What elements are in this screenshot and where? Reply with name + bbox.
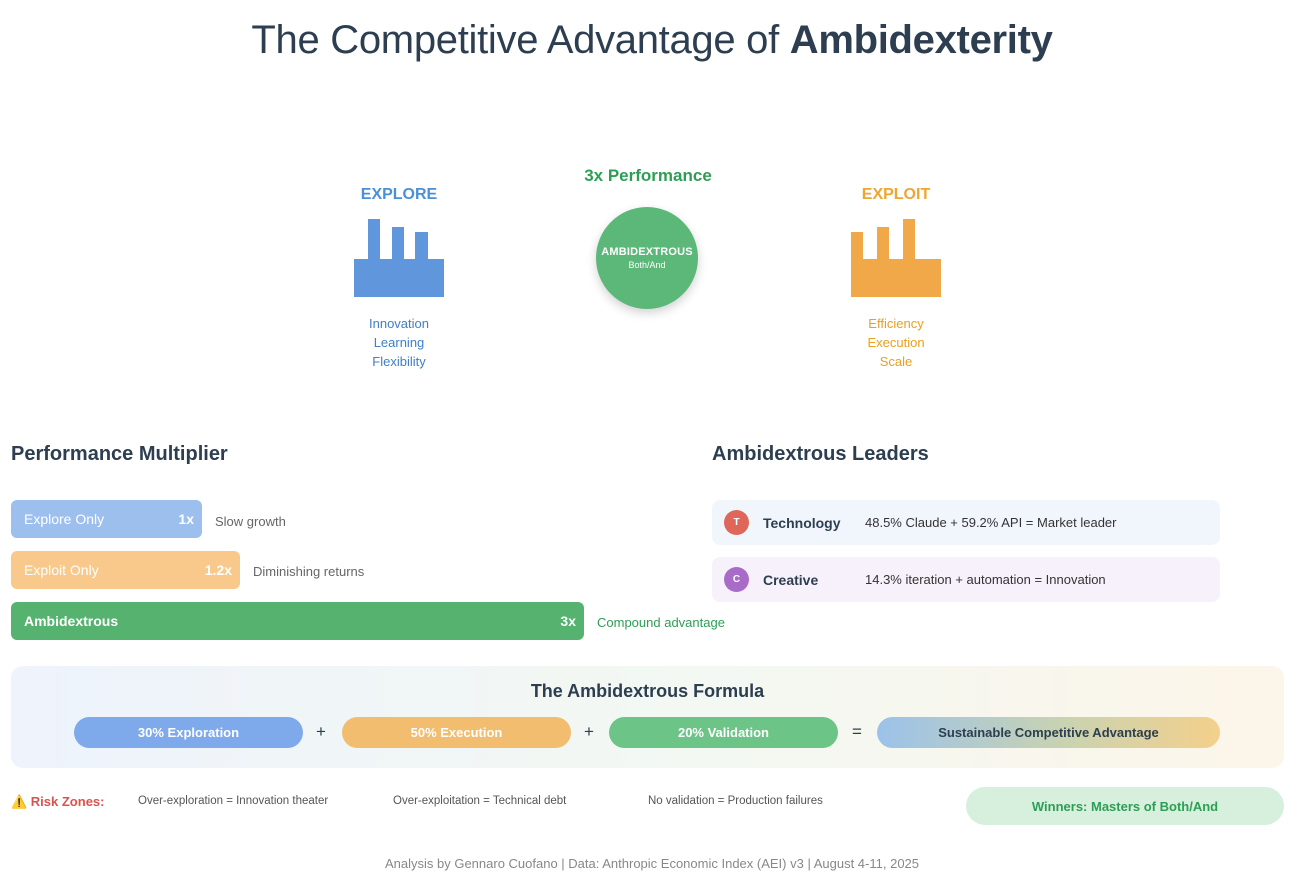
leader-initial-badge: T — [724, 510, 749, 535]
ambidextrous-bar: Ambidextrous 3x — [11, 602, 584, 640]
exploit-label: EXPLOIT — [861, 186, 931, 203]
performance-label: 3x Performance — [584, 166, 712, 185]
page-title: The Competitive Advantage of Ambidexteri… — [0, 18, 1304, 63]
leader-desc: 14.3% iteration + automation = Innovatio… — [865, 572, 1106, 587]
bar-note: Compound advantage — [597, 615, 725, 630]
formula-title: The Ambidextrous Formula — [530, 681, 765, 701]
winners-badge: Winners: Masters of Both/And — [966, 787, 1284, 825]
circle-title: AMBIDEXTROUS — [601, 246, 693, 258]
risk-zones-label: ⚠️ Risk Zones: — [11, 794, 105, 809]
bar-value: 1x — [178, 511, 194, 527]
bar-label: Explore Only — [24, 511, 105, 527]
title-emphasis: Ambidexterity — [789, 18, 1053, 62]
formula-result: Sustainable Competitive Advantage — [877, 717, 1220, 748]
explore-list: Innovation Learning Flexibility — [299, 314, 499, 371]
leader-name: Technology — [763, 514, 841, 531]
risk-item: Over-exploration = Innovation theater — [138, 795, 329, 807]
explore-item: Flexibility — [372, 354, 426, 369]
explore-only-bar: Explore Only 1x — [11, 500, 202, 538]
leader-initial-badge: C — [724, 567, 749, 592]
footer-credit: Analysis by Gennaro Cuofano | Data: Anth… — [384, 856, 920, 871]
exploit-item: Scale — [879, 354, 913, 369]
bar-label: Exploit Only — [24, 562, 99, 578]
leader-card-technology: T Technology 48.5% Claude + 59.2% API = … — [712, 500, 1220, 545]
formula-operator: + — [316, 722, 326, 741]
formula-operator: + — [584, 722, 594, 741]
risk-item: Over-exploitation = Technical debt — [393, 795, 567, 807]
explore-item: Learning — [373, 335, 425, 350]
circle-subtitle: Both/And — [628, 260, 666, 270]
formula-operator: = — [852, 722, 862, 741]
exploit-item: Execution — [867, 335, 925, 350]
formula-panel: The Ambidextrous Formula 30% Exploration… — [11, 666, 1284, 768]
exploit-list: Efficiency Execution Scale — [796, 314, 996, 371]
leader-desc: 48.5% Claude + 59.2% API = Market leader — [865, 515, 1117, 530]
bar-note: Slow growth — [215, 514, 286, 529]
formula-term-execution: 50% Execution — [342, 717, 571, 748]
risk-item: No validation = Production failures — [648, 795, 823, 807]
exploit-only-bar: Exploit Only 1.2x — [11, 551, 240, 589]
multiplier-heading: Performance Multiplier — [11, 443, 228, 465]
exploit-factory-icon — [851, 219, 941, 297]
leader-name: Creative — [763, 571, 819, 588]
explore-label: EXPLORE — [360, 186, 438, 203]
title-prefix: The Competitive Advantage of — [251, 18, 779, 62]
exploit-item: Efficiency — [868, 316, 924, 331]
leaders-heading: Ambidextrous Leaders — [712, 443, 929, 465]
formula-term-exploration: 30% Exploration — [74, 717, 303, 748]
bar-value: 1.2x — [204, 562, 232, 578]
explore-factory-icon — [354, 219, 444, 297]
bar-label: Ambidextrous — [24, 613, 119, 629]
bar-note: Diminishing returns — [253, 564, 365, 579]
ambidextrous-circle: AMBIDEXTROUS Both/And — [596, 207, 698, 309]
formula-term-validation: 20% Validation — [609, 717, 838, 748]
leader-card-creative: C Creative 14.3% iteration + automation … — [712, 557, 1220, 602]
bar-value: 3x — [560, 613, 576, 629]
explore-item: Innovation — [369, 316, 429, 331]
